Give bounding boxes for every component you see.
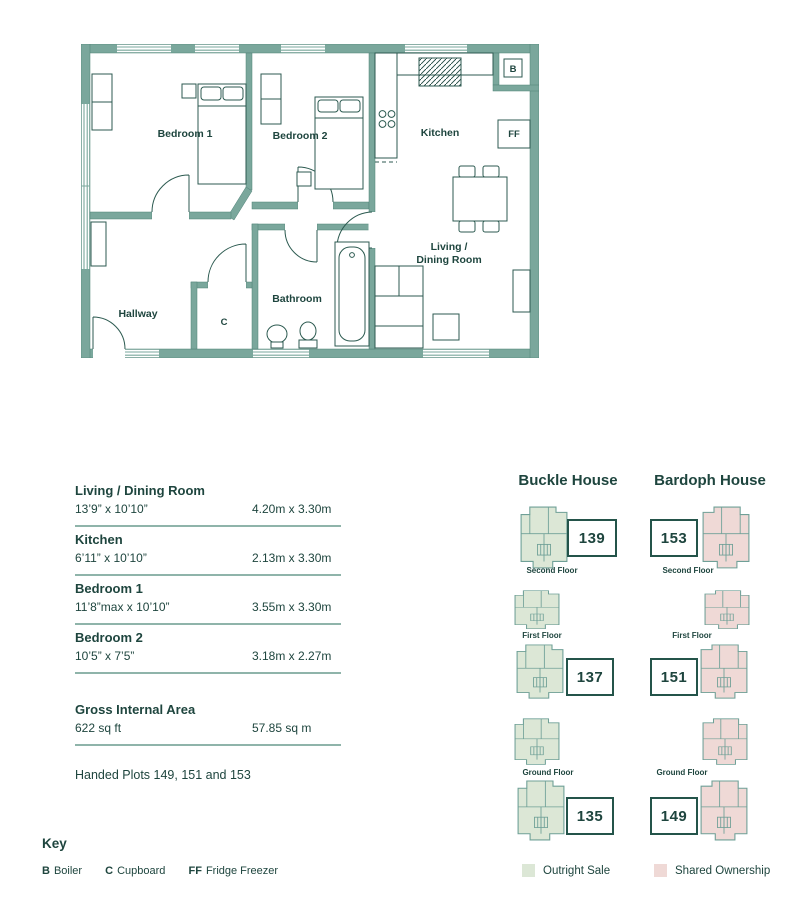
bathroom-fixtures (266, 241, 370, 349)
building-footprint (517, 780, 565, 841)
hallway-fixtures (90, 221, 107, 267)
legend-outright-sale: Outright Sale (522, 864, 610, 877)
key-code: C (105, 865, 114, 877)
dimension-row: Living / Dining Room 13’9” x 10’10” 4.20… (75, 483, 341, 527)
floor-label: Second Floor (662, 566, 714, 575)
boiler-marker: B (510, 64, 517, 75)
building-footprint (704, 590, 750, 629)
floor-label: First Floor (672, 631, 712, 640)
doors (92, 166, 376, 358)
area-metric: 57.85 sq m (252, 721, 312, 735)
imperial-size: 11’8”max x 10’10” (75, 600, 170, 614)
dimension-row: Bedroom 1 11’8”max x 10’10” 3.55m x 3.30… (75, 581, 341, 625)
bedroom2-furniture (260, 73, 364, 190)
building-footprint (700, 780, 748, 841)
building-title: Buckle House (518, 472, 618, 489)
plot-number-box: 153 (650, 519, 698, 557)
area-imperial: 622 sq ft (75, 721, 122, 735)
floor-label: Ground Floor (656, 768, 708, 777)
imperial-size: 13’9” x 10’10” (75, 502, 148, 516)
legend-label: Outright Sale (543, 864, 611, 877)
outright-sale-swatch (522, 864, 535, 877)
key-title: Key (42, 836, 67, 851)
kitchen-fixtures (374, 52, 531, 163)
floor-label: Ground Floor (522, 768, 574, 777)
dimensions-table: Living / Dining Room 13’9” x 10’10” 4.20… (75, 483, 341, 782)
metric-size: 4.20m x 3.30m (252, 502, 332, 516)
building-footprint (516, 644, 564, 699)
living-dining-furniture (374, 165, 531, 349)
building-bardoph-house: Bardoph House 153 Second Floor First Flo… (640, 470, 780, 855)
key-label: Boiler (53, 865, 83, 877)
room-name: Kitchen (75, 532, 123, 547)
building-footprint (702, 506, 750, 569)
plot-number-box: 135 (566, 797, 614, 835)
gross-internal-area-row: Gross Internal Area 622 sq ft 57.85 sq m (75, 702, 341, 746)
key-code: FF (188, 865, 202, 877)
plot-number-box: 137 (566, 658, 614, 696)
windows (81, 44, 489, 358)
bedroom1-label: Bedroom 1 (158, 128, 213, 140)
key-code: B (42, 865, 50, 877)
metric-size: 2.13m x 3.30m (252, 551, 332, 565)
metric-size: 3.55m x 3.30m (252, 600, 332, 614)
bedroom2-label: Bedroom 2 (273, 130, 328, 142)
imperial-size: 6’11” x 10’10” (75, 551, 147, 565)
area-label: Gross Internal Area (75, 702, 196, 717)
plot-number-box: 149 (650, 797, 698, 835)
kitchen-label: Kitchen (421, 127, 460, 139)
fridge-freezer-marker: FF (508, 129, 520, 140)
metric-size: 3.18m x 2.27m (252, 649, 332, 663)
sink-unit (418, 57, 462, 87)
building-footprint (514, 590, 560, 629)
plot-number-box: 151 (650, 658, 698, 696)
floor-label: Second Floor (526, 566, 578, 575)
building-footprint (520, 506, 568, 569)
building-footprint (514, 718, 560, 765)
imperial-size: 10’5” x 7’5” (75, 649, 135, 663)
room-name: Bedroom 2 (75, 630, 143, 645)
bathroom-label: Bathroom (272, 293, 322, 305)
building-buckle-house: Buckle House 139 Second Floor First Floo… (498, 470, 638, 855)
building-title: Bardoph House (654, 472, 766, 489)
handed-plots-note: Handed Plots 149, 151 and 153 (75, 768, 251, 782)
building-footprint (702, 718, 748, 765)
room-name: Bedroom 1 (75, 581, 143, 596)
dimension-row: Bedroom 2 10’5” x 7’5” 3.18m x 2.27m (75, 630, 341, 674)
shared-ownership-swatch (654, 864, 667, 877)
fridge-freezer-unit (497, 119, 531, 149)
bedroom1-furniture (91, 73, 247, 185)
living-dining-label-line2: Dining Room (416, 254, 481, 266)
legend-shared-ownership: Shared Ownership (654, 864, 770, 877)
boiler-unit (503, 58, 523, 78)
living-dining-label-line1: Living / (431, 241, 468, 253)
hallway-label: Hallway (118, 308, 157, 320)
legend-label: Shared Ownership (675, 864, 771, 877)
building-footprint (700, 644, 748, 699)
key-label: Fridge Freezer (205, 865, 279, 877)
key-label: Cupboard (117, 865, 166, 877)
dimension-row: Kitchen 6’11” x 10’10” 2.13m x 3.30m (75, 532, 341, 576)
cupboard-marker: C (221, 317, 228, 328)
room-name: Living / Dining Room (75, 483, 205, 498)
floor-plan: Bedroom 1 Bedroom 2 Kitchen Living / Din… (81, 44, 539, 358)
floor-label: First Floor (522, 631, 562, 640)
room-labels: Bedroom 1 Bedroom 2 Kitchen Living / Din… (118, 64, 520, 328)
plot-number-box: 139 (567, 519, 617, 557)
